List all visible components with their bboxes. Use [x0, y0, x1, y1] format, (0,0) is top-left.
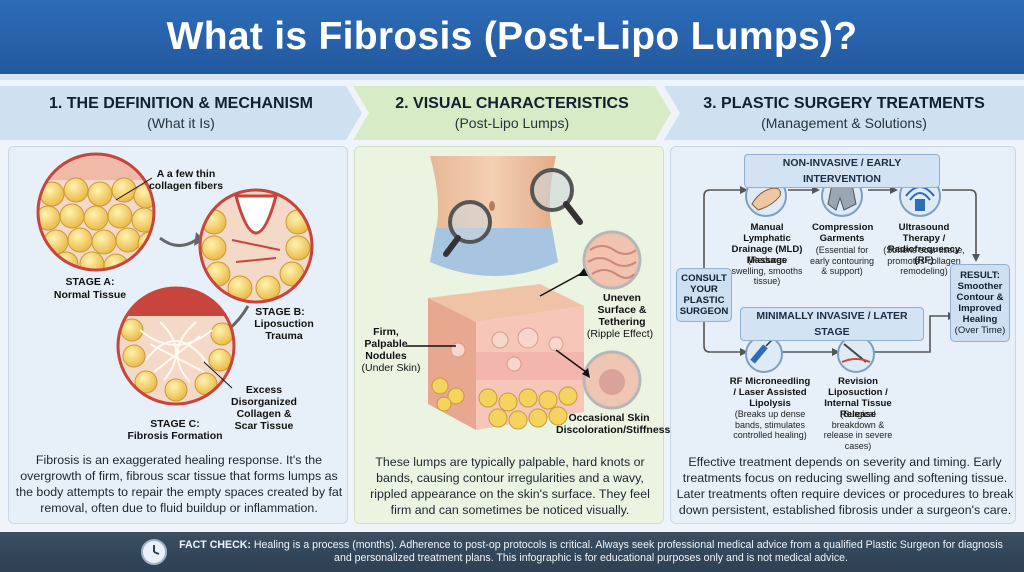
- compression-desc: (Essential for early contouring & suppor…: [809, 245, 875, 276]
- noninvasive-header: NON-INVASIVE / EARLY INTERVENTION: [744, 154, 940, 188]
- compression-title: Compression Garments: [812, 222, 874, 244]
- minimally-invasive-header: MINIMALLY INVASIVE / LATER STAGE: [740, 307, 924, 341]
- uneven-surface-label: Uneven Surface & Tethering: [597, 292, 647, 328]
- column-heading: 3. PLASTIC SURGERY TREATMENTS: [703, 95, 985, 112]
- column-subheading: (Management & Solutions): [761, 115, 927, 131]
- column-header-definition: 1. THE DEFINITION & MECHANISM (What it I…: [0, 86, 362, 140]
- fact-check-label: FACT CHECK:: [179, 539, 251, 551]
- stage-a-title: STAGE A:: [65, 276, 115, 288]
- fact-check-footer: FACT CHECK: Healing is a process (months…: [0, 532, 1024, 572]
- rf-microneedling-desc: (Breaks up dense bands, stimulates contr…: [733, 409, 807, 440]
- revision-lipo-desc: (Surgical breakdown & release in severe …: [823, 409, 893, 451]
- title-banner: What is Fibrosis (Post-Lipo Lumps)?: [0, 0, 1024, 80]
- column-heading: 2. VISUAL CHARACTERISTICS: [395, 95, 629, 112]
- nodules-sublabel: (Under Skin): [361, 362, 421, 374]
- collagen-fibers-label: A a few thin collagen fibers: [148, 168, 224, 192]
- column-subheading: (Post-Lipo Lumps): [454, 115, 570, 131]
- consult-surgeon-box: CONSULT YOUR PLASTIC SURGEON: [676, 268, 732, 322]
- rf-microneedling-title: RF Microneedling / Laser Assisted Lipoly…: [729, 376, 811, 409]
- column-subheading: (What it Is): [147, 115, 215, 131]
- mld-desc: (Reduces swelling, smooths tissue): [731, 255, 803, 286]
- visual-paragraph: These lumps are typically palpable, hard…: [370, 455, 650, 517]
- mld-title: Manual Lymphatic Drainage (MLD) Massage: [731, 222, 803, 266]
- uneven-surface-sublabel: (Ripple Effect): [586, 328, 654, 340]
- page-title: What is Fibrosis (Post-Lipo Lumps)?: [166, 15, 858, 58]
- stage-c-title: STAGE C:: [150, 418, 200, 430]
- revision-lipo-title: Revision Liposuction / Internal Tissue R…: [824, 376, 892, 420]
- fact-check-body: Healing is a process (months). Adherence…: [253, 539, 1003, 564]
- ultrasound-desc: (Softens scar tissue, promotes collagen …: [883, 245, 965, 276]
- result-subtitle: (Over Time): [954, 325, 1006, 336]
- clock-icon: [141, 539, 167, 565]
- ultrasound-title: Ultrasound Therapy / Radiofrequency (RF): [887, 222, 961, 266]
- fact-check-text: FACT CHECK: Healing is a process (months…: [176, 539, 1006, 565]
- nodules-label: Firm, Palpable Nodules: [364, 326, 408, 362]
- treatments-paragraph: Effective treatment depends on severity …: [676, 455, 1014, 517]
- column-header-visual: 2. VISUAL CHARACTERISTICS (Post-Lipo Lum…: [353, 86, 671, 140]
- result-title: RESULT: Smoother Contour & Improved Heal…: [956, 270, 1004, 325]
- stage-b-desc: Liposuction Trauma: [254, 318, 314, 342]
- result-box: RESULT: Smoother Contour & Improved Heal…: [950, 264, 1010, 342]
- column-header-treatments: 3. PLASTIC SURGERY TREATMENTS (Managemen…: [664, 86, 1024, 140]
- stage-c-desc: Fibrosis Formation: [127, 430, 223, 442]
- definition-paragraph: Fibrosis is an exaggerated healing respo…: [15, 453, 343, 515]
- excess-collagen-label: Excess Disorganized Collagen & Scar Tiss…: [231, 384, 297, 432]
- discoloration-label: Occasional Skin Discoloration/Stiffness: [556, 412, 671, 436]
- stage-b-title: STAGE B:: [255, 306, 305, 318]
- column-heading: 1. THE DEFINITION & MECHANISM: [48, 95, 313, 112]
- stage-a-desc: Normal Tissue: [53, 289, 127, 301]
